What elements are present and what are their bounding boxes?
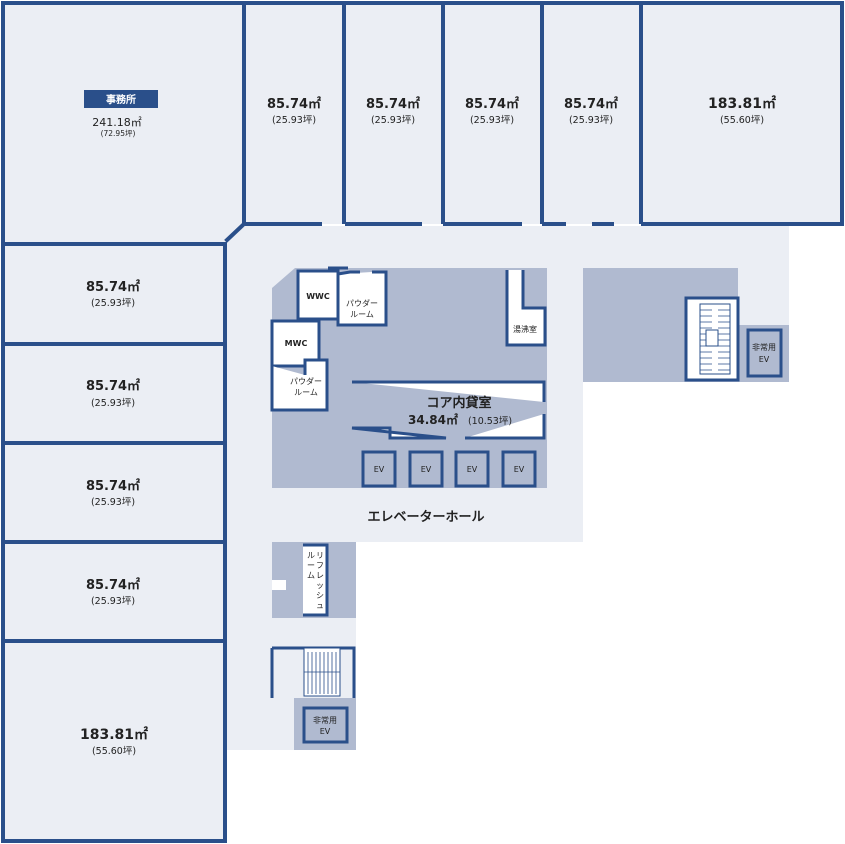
top-room-5-area: 183.81㎡ [708, 95, 776, 112]
ev-2-label: EV [421, 465, 432, 474]
mwc-room[interactable] [270, 319, 321, 368]
top-room-3-area: 85.74㎡ [465, 96, 519, 112]
top-room-1[interactable] [245, 3, 344, 224]
corridor-walls [223, 222, 842, 841]
refresh-col2-4: ッ [316, 581, 324, 590]
left-room-4-area: 85.74㎡ [86, 577, 140, 593]
elevator-hall-label: エレベーターホール [367, 510, 484, 525]
left-room-5-tsubo: (55.60坪) [92, 745, 136, 757]
refresh-col1-3: ム [307, 571, 315, 580]
left-room-3-area: 85.74㎡ [86, 478, 140, 494]
ev-4-label: EV [514, 465, 525, 474]
emergency-ev-east-line1: 非常用 [752, 342, 776, 352]
office-badge [84, 90, 158, 108]
refresh-col2-2: フ [316, 561, 324, 570]
left-room-3-tsubo: (25.93坪) [91, 496, 135, 508]
refresh-col1-1: ル [307, 551, 315, 560]
cleaning-label: 湯沸室 [513, 324, 537, 334]
ev-1[interactable] [361, 450, 397, 488]
left-room-4[interactable] [3, 542, 225, 641]
mwc-label: MWC [285, 339, 308, 348]
refresh-col2-5: シ [316, 591, 324, 600]
core-rental-area: 34.84㎡ [408, 412, 458, 427]
emergency-ev-south-line2: EV [320, 727, 331, 736]
south-rooms [270, 543, 356, 744]
ev-boxes [361, 450, 537, 488]
emergency-ev-south-line1: 非常用 [313, 715, 337, 725]
top-room-4-tsubo: (25.93坪) [569, 114, 613, 126]
left-room-2-area: 85.74㎡ [86, 378, 140, 394]
top-room-5[interactable] [641, 3, 842, 224]
wwc-label: WWC [306, 292, 330, 301]
powder-room-1-line1: パウダー [346, 298, 378, 308]
core-rental-name: コア内貸室 [426, 395, 491, 411]
office-room[interactable] [3, 3, 244, 244]
room-fills [3, 3, 842, 841]
left-room-1-tsubo: (25.93坪) [91, 297, 135, 309]
left-room-1-area: 85.74㎡ [86, 279, 140, 295]
left-room-4-tsubo: (25.93坪) [91, 595, 135, 607]
left-room-5[interactable] [3, 641, 225, 841]
top-room-2[interactable] [344, 3, 443, 224]
refresh-col2-6: ュ [316, 601, 324, 610]
powder-room-1[interactable] [336, 270, 388, 327]
top-room-3[interactable] [443, 3, 542, 224]
top-room-1-tsubo: (25.93坪) [272, 114, 316, 126]
refresh-col2-1: リ [316, 551, 324, 560]
top-room-4-area: 85.74㎡ [564, 96, 618, 112]
emergency-ev-south[interactable] [302, 706, 349, 744]
top-room-5-tsubo: (55.60坪) [720, 114, 764, 126]
core-rental-room[interactable] [351, 380, 546, 440]
refresh-col1-2: ー [307, 561, 315, 570]
powder-room-2-line1: パウダー [290, 376, 322, 386]
top-room-2-tsubo: (25.93坪) [371, 114, 415, 126]
emergency-ev-east[interactable] [746, 328, 783, 378]
ev-1-label: EV [374, 465, 385, 474]
ev-3-label: EV [467, 465, 478, 474]
refresh-room[interactable] [303, 543, 329, 617]
ev-2[interactable] [408, 450, 444, 488]
ev-4[interactable] [501, 450, 537, 488]
emergency-ev-east-line2: EV [759, 355, 770, 364]
top-room-3-tsubo: (25.93坪) [470, 114, 514, 126]
core-rooms [270, 266, 547, 440]
left-room-3[interactable] [3, 443, 225, 542]
office-area: 241.18㎡ [92, 116, 142, 129]
left-room-1[interactable] [3, 244, 225, 344]
ev-3[interactable] [454, 450, 490, 488]
top-room-2-area: 85.74㎡ [366, 96, 420, 112]
top-room-1-area: 85.74㎡ [267, 96, 321, 112]
office-badge-text: 事務所 [106, 93, 136, 106]
top-room-4[interactable] [542, 3, 641, 224]
left-room-2-tsubo: (25.93坪) [91, 397, 135, 409]
powder-room-2[interactable] [270, 358, 329, 412]
left-room-5-area: 183.81㎡ [80, 726, 148, 743]
left-room-2[interactable] [3, 344, 225, 443]
refresh-col2-3: レ [316, 571, 324, 580]
powder-room-1-line2: ルーム [350, 310, 374, 319]
cleaning-room[interactable] [505, 270, 547, 347]
core-rental-tsubo: (10.53坪) [468, 415, 512, 427]
office-tsubo: (72.95坪) [101, 129, 136, 138]
powder-room-2-line2: ルーム [294, 388, 318, 397]
east-stair [684, 296, 783, 382]
